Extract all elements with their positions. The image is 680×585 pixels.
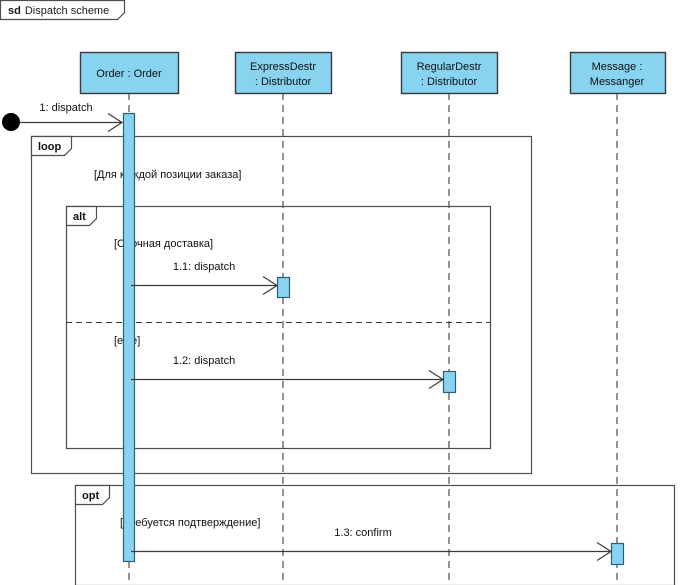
lifeline-head-box-messenger [569,51,667,95]
message-m12: 1.2: dispatch [131,355,445,390]
act-order [122,112,136,563]
message-arrowhead-m13 [596,541,613,562]
act-express [276,276,291,299]
fragment-guard-opt: [Требуется подтверждение] [120,517,260,529]
message-arrowhead-m12 [428,369,445,390]
lifeline-head-label-messenger: Message : [592,61,643,73]
fragment-box-alt [65,205,492,450]
fragment-operator-label-alt: alt [73,211,86,223]
message-m11: 1.1: dispatch [131,261,279,296]
message-arrowhead-m1 [107,112,124,133]
lifeline-head-label2-regular: : Distributor [421,76,478,88]
lifeline-head-box-express [234,51,333,95]
fragment-operator-tab-opt [74,484,111,506]
diagram-title-tab-shape [0,0,126,21]
fragment-operator-tab-loop [30,135,73,157]
act-messenger [610,542,625,566]
fragment-guard-alt: [Срочная доставка] [114,238,213,250]
message-m1: 1: dispatch [20,102,124,133]
message-arrowhead-m11 [262,275,279,296]
lifeline-head-label-regular: RegularDestr [417,61,482,73]
message-label-m13: 1.3: confirm [334,527,391,539]
act-regular [442,370,457,394]
lifeline-head-messenger[interactable]: Message : Messanger [569,51,667,95]
messages-group: 1: dispatch 1.1: dispatch 1.2: dispatch 1.3… [20,102,613,562]
message-label-m1: 1: dispatch [39,102,92,114]
message-label-m11: 1.1: dispatch [173,261,235,273]
lifeline-head-label-express: ExpressDestr [250,61,316,73]
fragment-box-opt [74,484,676,585]
lifeline-head-regular[interactable]: RegularDestr : Distributor [400,51,499,95]
start-node-icon [2,113,20,131]
lifeline-head-label-order: Order : Order [96,68,162,80]
lifeline-head-label2-messenger: Messanger [590,76,645,88]
start-node-group [2,113,20,131]
fragment-operator-label-opt: opt [82,490,99,502]
fragment-box-loop [30,135,533,475]
activation-bars-group [122,112,625,566]
fragment-operator-label-loop: loop [38,141,61,153]
lifeline-head-order[interactable]: Order : Order [79,51,180,95]
lifeline-head-box-order [79,51,180,95]
message-label-m12: 1.2: dispatch [173,355,235,367]
lifeline-lines-group [128,93,618,585]
message-m13: 1.3: confirm [131,527,613,562]
fragment-opt: opt [Требуется подтверждение] [74,484,676,585]
fragment-loop: loop [Для каждой позиции заказа] [30,135,533,475]
lifeline-head-box-regular [400,51,499,95]
fragment-guard-loop: [Для каждой позиции заказа] [94,169,241,181]
lifeline-head-express[interactable]: ExpressDestr : Distributor [234,51,333,95]
lifeline-head-label2-express: : Distributor [255,76,312,88]
fragment-operator-tab-alt [65,205,98,227]
